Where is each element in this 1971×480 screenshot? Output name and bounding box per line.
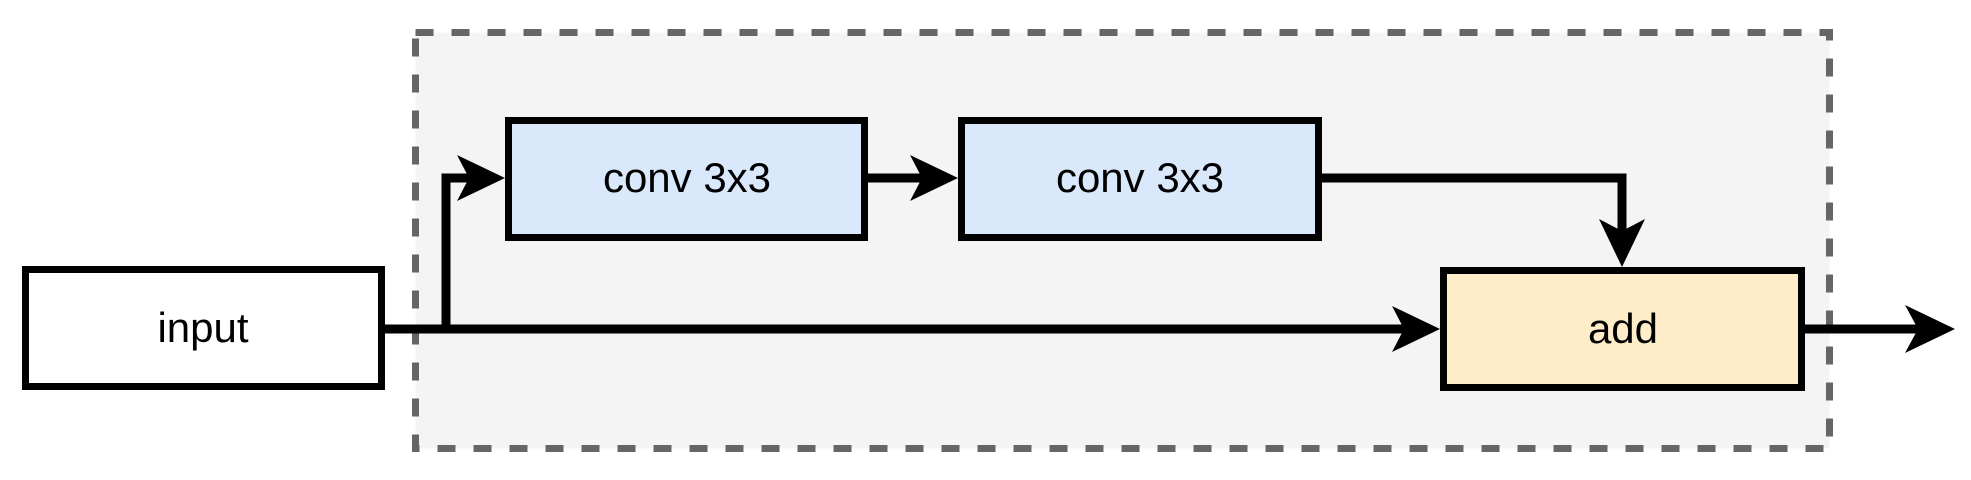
arrowhead-into-conv1: [457, 155, 505, 201]
edge-branch-to-conv1: [441, 155, 505, 331]
node-conv2-label: conv 3x3: [1056, 154, 1224, 201]
edge-conv1-to-conv2: [868, 155, 958, 201]
edge-input-to-add: [385, 306, 1440, 352]
arrowhead-into-conv2: [910, 155, 958, 201]
arrowhead-output: [1905, 305, 1955, 353]
node-conv1-box[interactable]: [505, 117, 868, 241]
node-conv1[interactable]: conv 3x3: [505, 117, 868, 241]
node-add-label: add: [1588, 305, 1658, 352]
edge-conv2-to-add: [1322, 173, 1645, 267]
node-conv2-box[interactable]: [958, 117, 1322, 241]
node-add-box[interactable]: [1440, 267, 1805, 391]
node-conv2[interactable]: conv 3x3: [958, 117, 1322, 241]
node-input[interactable]: input: [22, 266, 385, 390]
node-input-box[interactable]: [22, 266, 385, 390]
arrowhead-into-add-top: [1599, 219, 1645, 267]
arrowhead-into-add-left: [1392, 306, 1440, 352]
edge-add-to-output: [1805, 305, 1955, 353]
node-add[interactable]: add: [1440, 267, 1805, 391]
node-conv1-label: conv 3x3: [603, 154, 771, 201]
node-input-label: input: [157, 304, 248, 351]
